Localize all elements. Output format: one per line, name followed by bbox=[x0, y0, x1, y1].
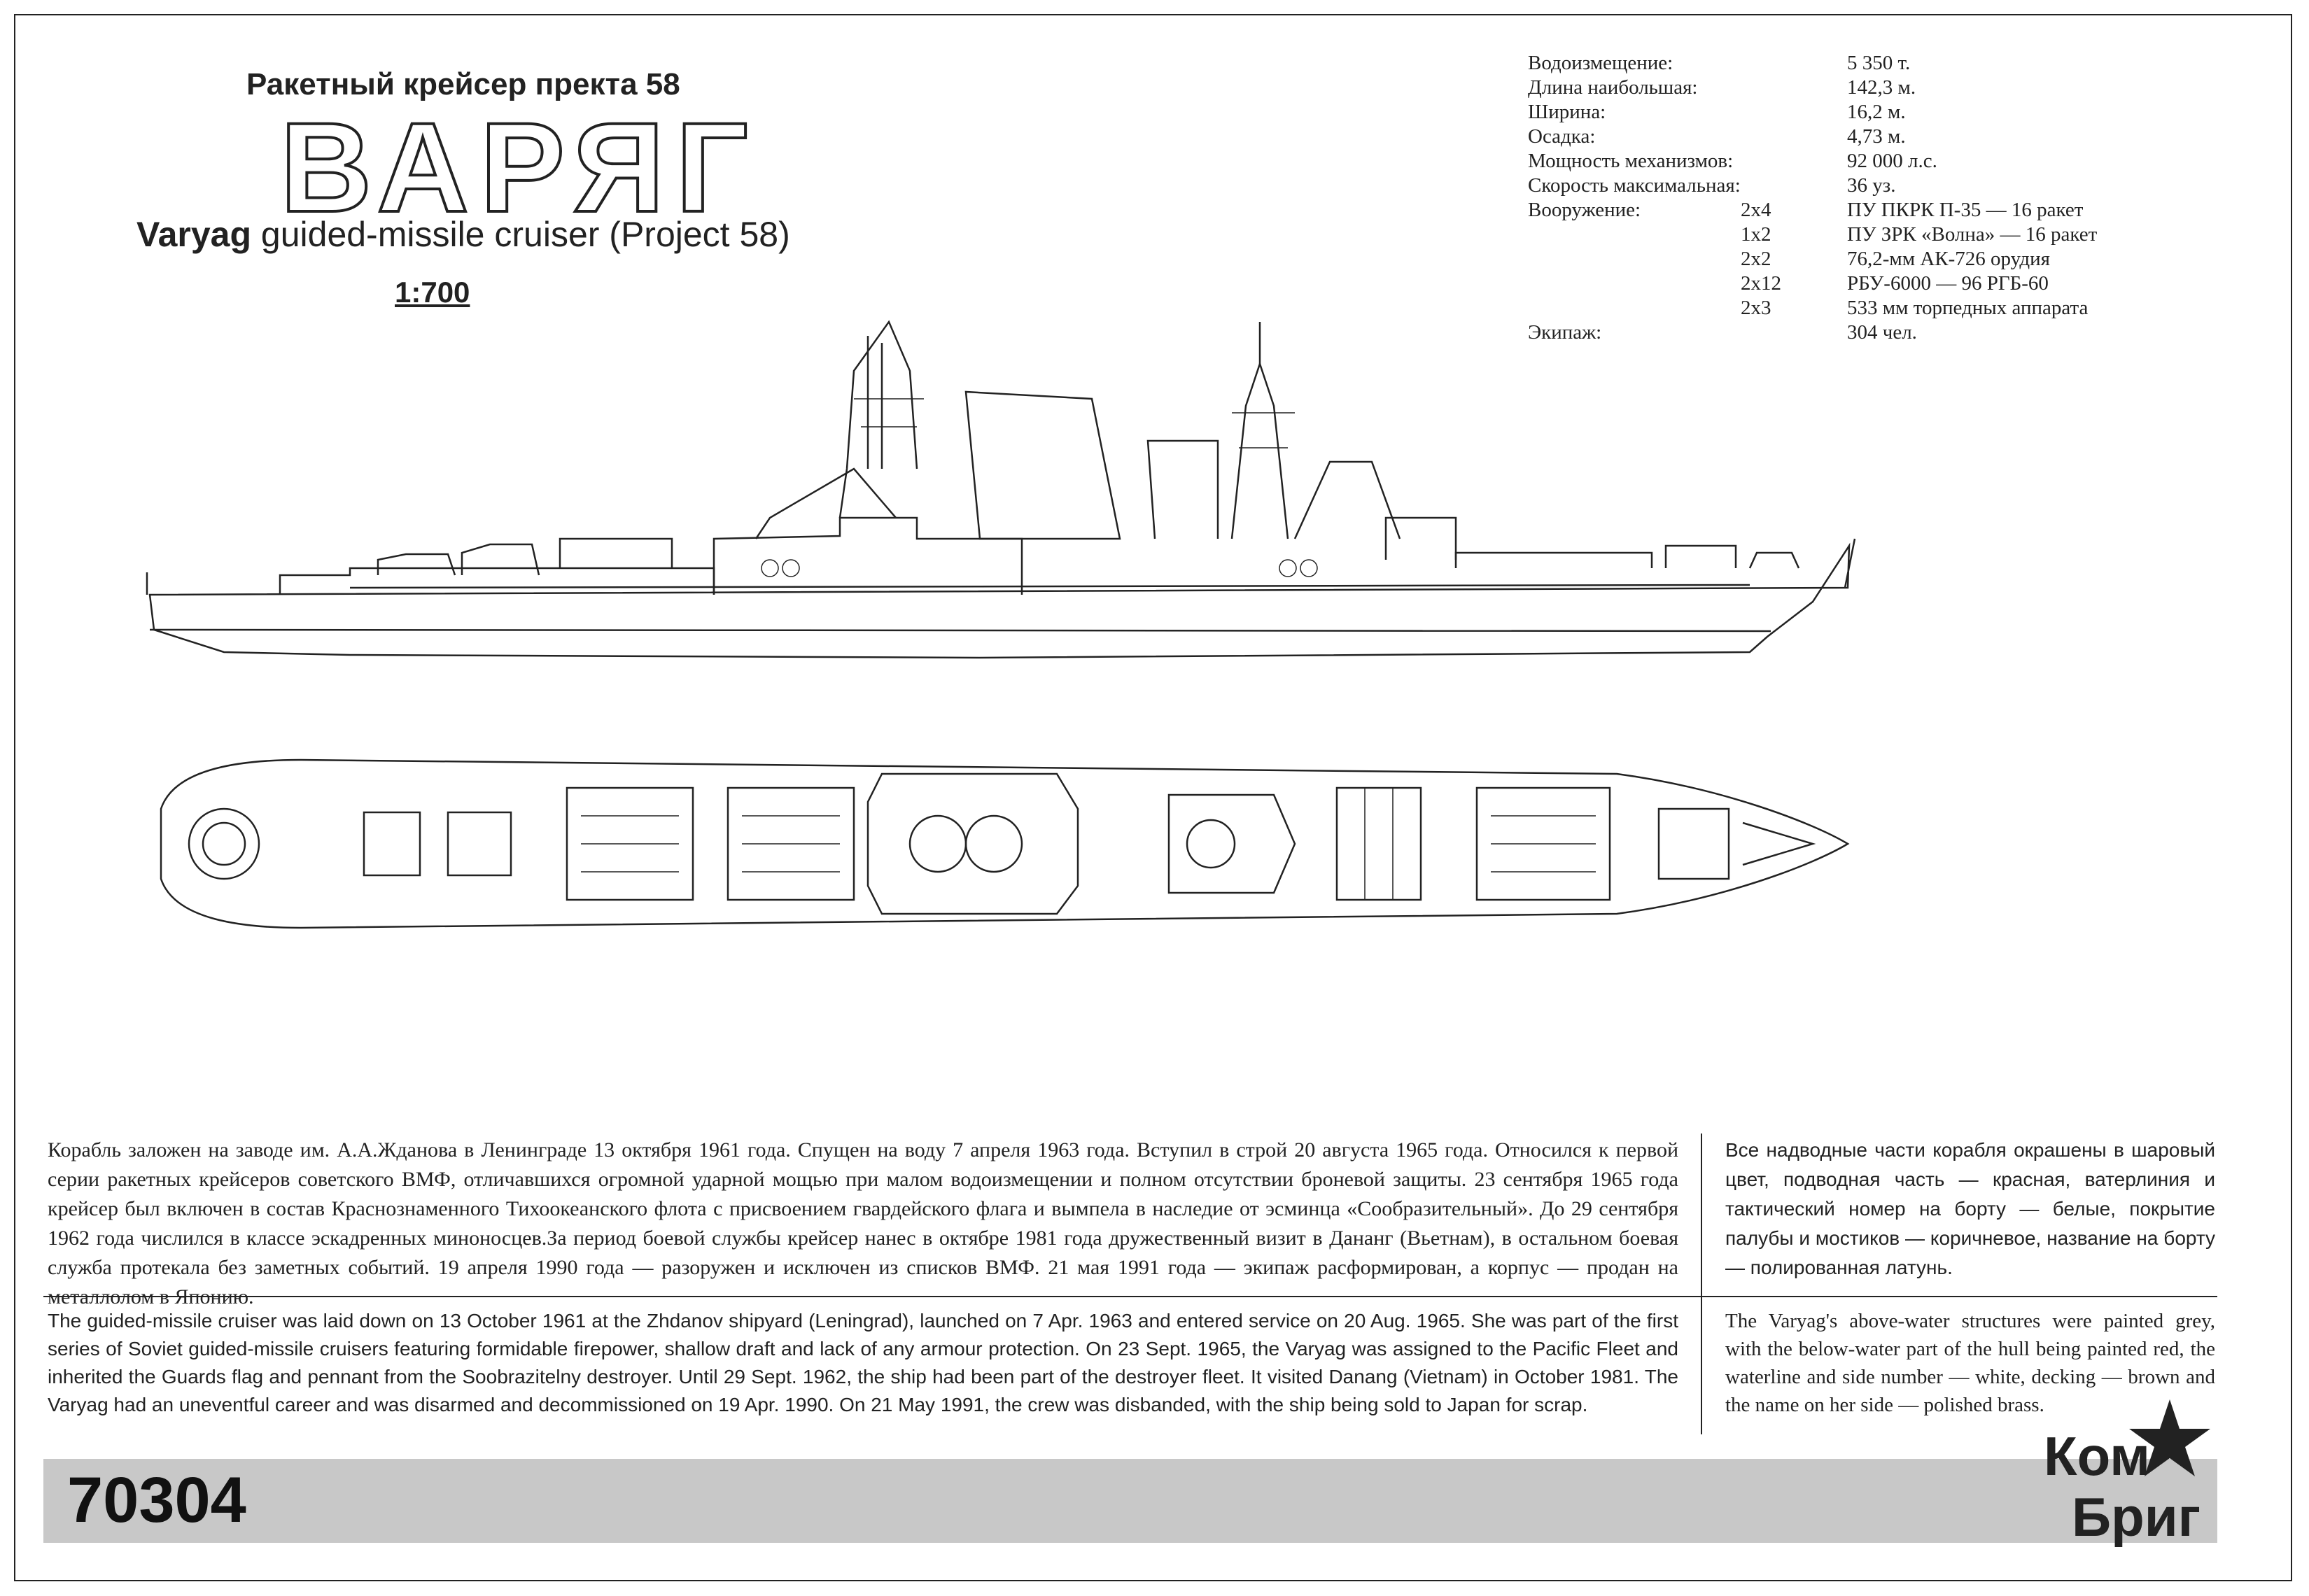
spec-value: 36 уз. bbox=[1847, 174, 1896, 197]
spec-value: 304 чел. bbox=[1847, 321, 1917, 344]
spec-qty: 2x12 bbox=[1741, 272, 1781, 295]
spec-value: 4,73 м. bbox=[1847, 125, 1906, 148]
ship-deck-plan-drawing bbox=[160, 758, 1850, 929]
spec-label: Экипаж: bbox=[1528, 321, 1602, 344]
catalog-number: 70304 bbox=[67, 1464, 246, 1536]
spec-value: 16,2 м. bbox=[1847, 101, 1906, 123]
spec-qty: 2x2 bbox=[1741, 248, 1771, 270]
history-english: The guided-missile cruiser was laid down… bbox=[48, 1310, 1678, 1415]
spec-label: Ширина: bbox=[1528, 101, 1606, 123]
logo-line-2: Бриг bbox=[2072, 1486, 2201, 1548]
star-icon bbox=[2129, 1399, 2210, 1476]
spec-qty: 2x4 bbox=[1741, 199, 1771, 221]
history-russian: Корабль заложен на заводе им. А.А.Жданов… bbox=[48, 1138, 1678, 1308]
spec-label: Осадка: bbox=[1528, 125, 1596, 148]
spec-value: ПУ ПКРК П-35 — 16 ракет bbox=[1847, 199, 2084, 221]
spec-label: Водоизмещение: bbox=[1528, 52, 1673, 74]
title-english-name: Varyag bbox=[136, 215, 252, 254]
spec-value: 76,2-мм АК-726 орудия bbox=[1847, 248, 2050, 270]
spec-label: Скорость максимальная: bbox=[1528, 174, 1741, 197]
spec-value: 142,3 м. bbox=[1847, 76, 1916, 99]
kombrig-logo: Ком Бриг bbox=[2044, 1399, 2210, 1548]
sheet-border bbox=[14, 14, 2292, 1581]
ship-side-profile-drawing bbox=[146, 320, 1856, 659]
spec-qty: 1x2 bbox=[1741, 223, 1771, 246]
footer-band bbox=[43, 1459, 2217, 1543]
spec-label: Вооружение: bbox=[1528, 199, 1641, 221]
logo-line-1: Ком bbox=[2044, 1425, 2150, 1487]
spec-value: ПУ ЗРК «Волна» — 16 ракет bbox=[1847, 223, 2098, 246]
title-russian: Ракетный крейсер пректа 58 bbox=[246, 67, 680, 101]
spec-label: Длина наибольшая: bbox=[1528, 76, 1698, 99]
spec-qty: 2x3 bbox=[1741, 297, 1771, 319]
painting-notes-english: The Varyag's above-water structures were… bbox=[1725, 1310, 2215, 1416]
painting-notes-russian: Все надводные части корабля окрашены в ш… bbox=[1725, 1139, 2215, 1278]
spec-value: 92 000 л.с. bbox=[1847, 150, 1937, 172]
section-divider bbox=[43, 1296, 2217, 1297]
title-english: Varyag guided-missile cruiser (Project 5… bbox=[136, 214, 790, 255]
ship-name-outline: ВАРЯГ bbox=[279, 96, 759, 239]
spec-value: 5 350 т. bbox=[1847, 52, 1911, 74]
title-english-rest: guided-missile cruiser (Project 58) bbox=[251, 215, 790, 254]
column-divider bbox=[1701, 1134, 1702, 1434]
scale-label: 1:700 bbox=[395, 276, 470, 309]
spec-value: 533 мм торпедных аппарата bbox=[1847, 297, 2089, 319]
spec-value: РБУ-6000 — 96 РГБ-60 bbox=[1847, 272, 2049, 295]
spec-label: Мощность механизмов: bbox=[1528, 150, 1734, 172]
